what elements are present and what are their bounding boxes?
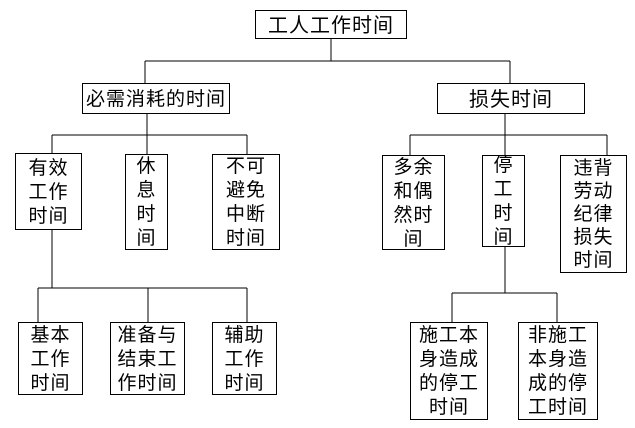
node-label-line: 本身造 [527, 348, 588, 370]
node-label-line: 有效 [28, 156, 69, 179]
node-label-line: 工作 [28, 180, 69, 203]
node-label-line: 损失 [573, 225, 614, 248]
node-label-line: 工 [493, 178, 514, 200]
node-prep-finish-work-time: 准备与 结束工 作时间 [110, 322, 185, 395]
node-label-line: 基本 [30, 323, 71, 346]
node-label-line: 工作 [224, 347, 265, 370]
connector-root-branch [144, 39, 511, 84]
node-label-line: 工作 [30, 347, 71, 370]
node-label-line: 时间 [225, 227, 266, 249]
node-label: 工人工作时间 [268, 12, 394, 37]
node-non-construction-caused-stoppage-time: 非施工 本身造 成的停 工时间 [518, 322, 598, 420]
node-label-line: 间 [403, 227, 424, 250]
node-superfluous-accidental-time: 多余 和偶 然时 间 [382, 155, 445, 250]
node-label-line: 停 [493, 154, 514, 176]
node-label-line: 结束工 [117, 347, 178, 370]
node-label: 损失时间 [469, 86, 553, 111]
node-unavoidable-interruption-time: 不可 避免 中断 时间 [212, 154, 280, 250]
node-label-line: 的停工 [418, 372, 479, 394]
connector-stoppage-branch [451, 247, 558, 323]
connector-necessary-branch [51, 114, 248, 155]
connector-effective-branch [37, 230, 248, 323]
node-label: 必需消耗的时间 [85, 87, 226, 110]
node-basic-work-time: 基本 工作 时间 [18, 322, 83, 395]
node-label-line: 时间 [573, 248, 614, 271]
node-rest-time: 休 息 时 间 [125, 154, 168, 250]
node-necessary-consumed-time: 必需消耗的时间 [82, 83, 230, 114]
node-label-line: 息 [136, 179, 157, 201]
node-label-line: 然时 [393, 203, 434, 226]
node-label-line: 中断 [225, 203, 266, 225]
node-discipline-violation-lost-time: 违背 劳动 纪律 损失 时间 [560, 155, 627, 273]
node-label-line: 身造成 [418, 348, 479, 370]
node-label-line: 不可 [225, 155, 266, 177]
node-label-line: 和偶 [393, 179, 434, 202]
node-label-line: 多余 [393, 155, 434, 178]
node-label-line: 作时间 [117, 371, 178, 394]
node-label-line: 时间 [224, 371, 265, 394]
node-stoppage-time: 停 工 时 间 [482, 154, 525, 248]
connector-lost-branch [409, 114, 608, 156]
node-lost-time: 损失时间 [437, 83, 585, 114]
node-auxiliary-work-time: 辅助 工作 时间 [212, 322, 277, 395]
node-label-line: 非施工 [527, 324, 588, 346]
node-label-line: 间 [136, 227, 157, 249]
node-label-line: 违背 [573, 156, 614, 179]
node-label-line: 施工本 [418, 324, 479, 346]
node-label-line: 辅助 [224, 323, 265, 346]
node-label-line: 纪律 [573, 202, 614, 225]
node-label-line: 工时间 [527, 396, 588, 418]
node-effective-work-time: 有效 工作 时间 [15, 153, 82, 230]
node-label-line: 间 [493, 226, 514, 248]
node-label-line: 时 [136, 203, 157, 225]
node-label-line: 准备与 [117, 323, 178, 346]
node-label-line: 时间 [28, 204, 69, 227]
node-label-line: 劳动 [573, 179, 614, 202]
node-label-line: 成的停 [527, 372, 588, 394]
node-worker-work-time: 工人工作时间 [255, 10, 407, 39]
node-construction-caused-stoppage-time: 施工本 身造成 的停工 时间 [410, 322, 488, 420]
node-label-line: 时 [493, 202, 514, 224]
node-label-line: 避免 [225, 179, 266, 201]
node-label-line: 休 [136, 155, 157, 177]
node-label-line: 时间 [30, 371, 71, 394]
node-label-line: 时间 [428, 396, 469, 418]
